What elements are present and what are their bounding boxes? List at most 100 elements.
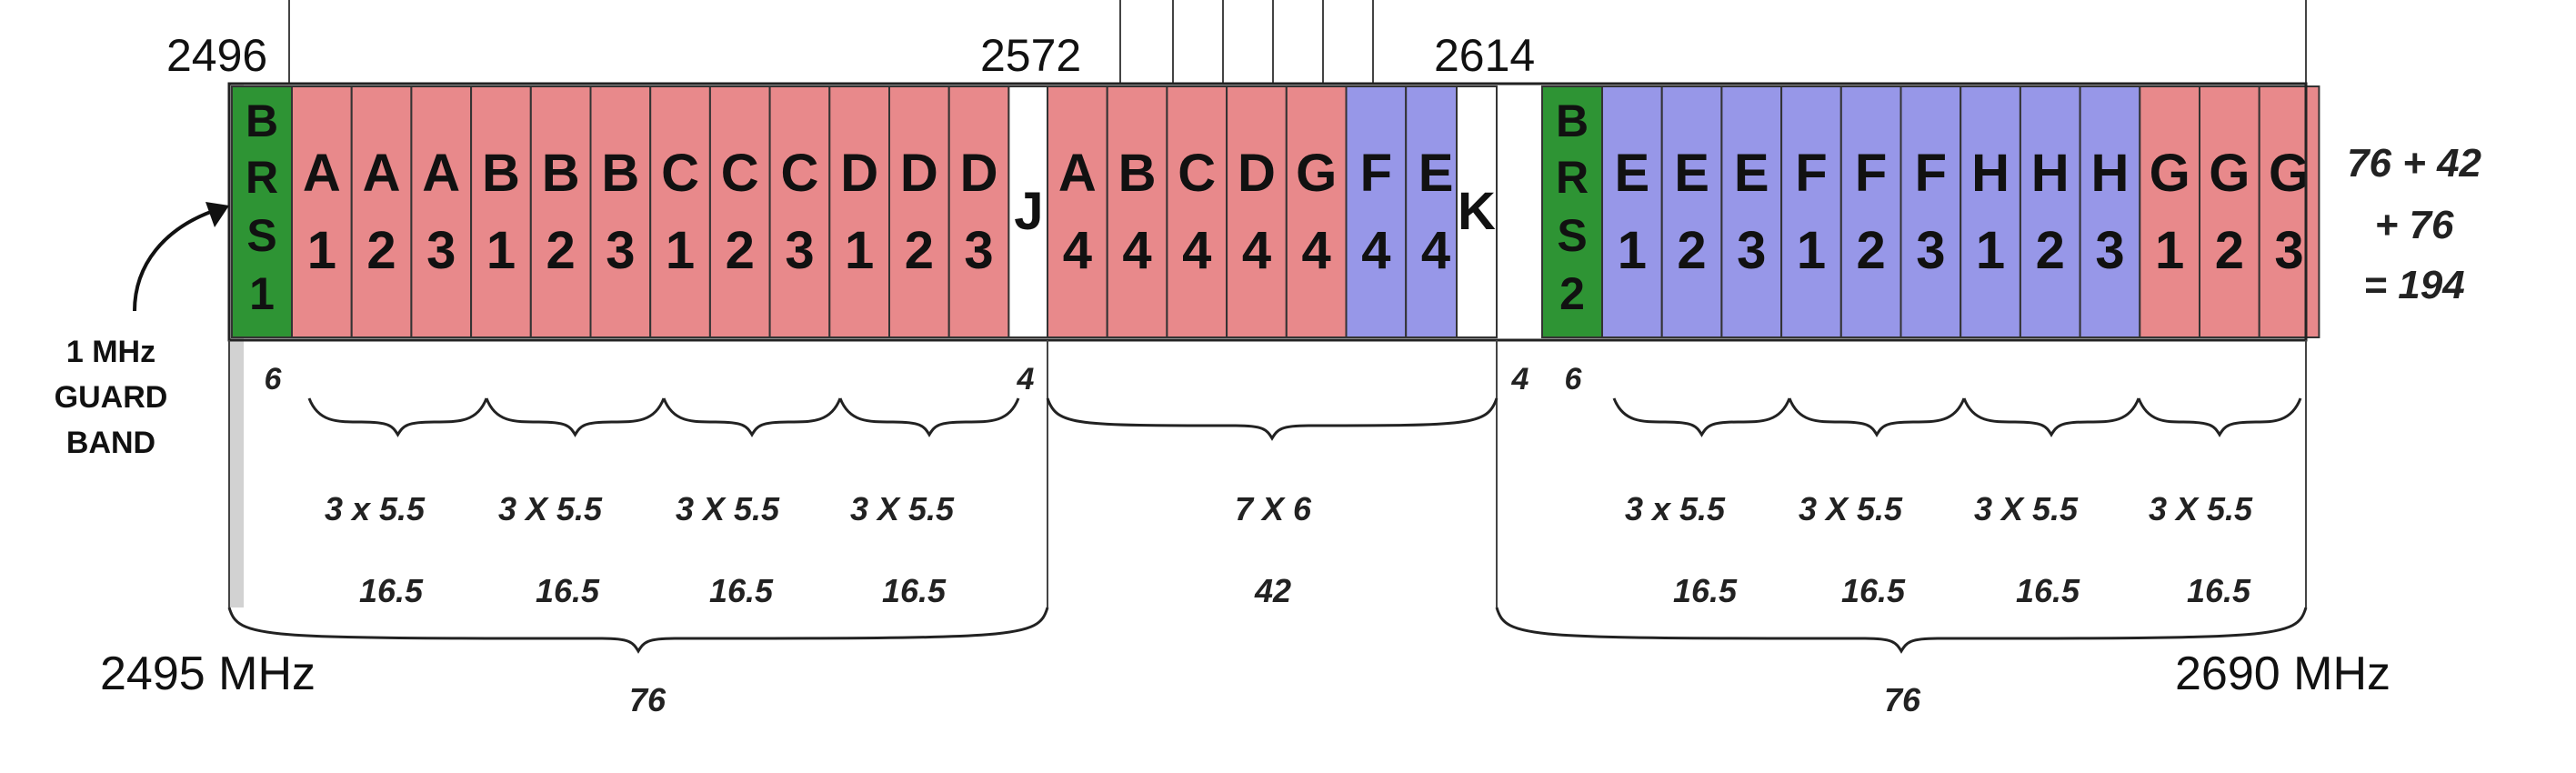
channel-cell: [589, 85, 652, 338]
channel-label: G: [2150, 144, 2190, 203]
channel-cell: [708, 85, 771, 338]
brace: [662, 397, 842, 437]
channel-cell: [1839, 85, 1902, 338]
channel-cell: [1780, 85, 1842, 338]
channel-label: E: [1674, 144, 1709, 203]
brace: [1962, 397, 2140, 437]
channel-label: H: [2091, 144, 2130, 203]
channel-label: G: [1296, 144, 1337, 203]
brace: [307, 397, 488, 437]
channel-cell: [1047, 85, 1108, 338]
channel-label: 2: [1857, 221, 1886, 280]
channel-label: R: [246, 152, 278, 203]
channel-label: 4: [1361, 221, 1390, 280]
channel-cell: [2199, 85, 2260, 338]
lower-band-total: 76: [629, 681, 667, 718]
channel-label: 3: [426, 221, 456, 280]
freq-2614-label: 2614: [1434, 30, 1535, 81]
channel-label: 1: [249, 268, 275, 319]
channel-label: 2: [726, 221, 755, 280]
channel-label: R: [1556, 152, 1589, 203]
brace: [227, 607, 1049, 654]
channel-label: 3: [964, 221, 993, 280]
guard-band-line2: GUARD: [55, 380, 168, 415]
channel-cell: [1166, 85, 1228, 338]
freq-2690-label: 2690 MHz: [2175, 648, 2391, 700]
channel-cell: [888, 85, 950, 338]
upper-group-1-sum: 16.5: [1673, 572, 1738, 609]
lower-group-4-sum: 16.5: [882, 572, 947, 609]
channel-label: 4: [1242, 221, 1271, 280]
channel-cell: [947, 85, 1010, 338]
channel-label: 3: [1737, 221, 1766, 280]
channel-label: 3: [1916, 221, 1945, 280]
channel-cell: [529, 85, 592, 338]
upper-group-2-mult: 3 X 5.5: [1799, 490, 1903, 527]
freq-2495-label: 2495 MHz: [100, 648, 316, 700]
channel-cell: [649, 85, 711, 338]
lower-group-2-sum: 16.5: [536, 572, 600, 609]
channel-label: B: [1118, 144, 1157, 203]
lower-group-1-sum: 16.5: [359, 572, 424, 609]
channel-label: H: [2031, 144, 2070, 203]
channel-label: G: [2209, 144, 2250, 203]
channel-cell: [1226, 85, 1288, 338]
channel-label: A: [1058, 144, 1097, 203]
width-brs2: 6: [1565, 362, 1583, 397]
lower-group-3-sum: 16.5: [709, 572, 774, 609]
channel-label: C: [661, 144, 699, 203]
channel-label: G: [2269, 144, 2310, 203]
channel-label: F: [1915, 144, 1947, 203]
channel-label: D: [900, 144, 938, 203]
channel-cell: [1899, 85, 1962, 338]
channel-label: 2: [1559, 268, 1585, 319]
channel-label: D: [840, 144, 878, 203]
total-line3: = 194: [2363, 263, 2464, 307]
upper-group-2-sum: 16.5: [1841, 572, 1906, 609]
channel-cell: [231, 85, 293, 338]
channel-cell: [768, 85, 831, 338]
channel-bar-outline: [227, 82, 2308, 342]
channel-cell: [1456, 85, 1498, 338]
channel-label: 1: [1618, 221, 1647, 280]
channel-label: D: [1238, 144, 1276, 203]
channel-cell: [2258, 85, 2320, 338]
middle-group-sum: 42: [1254, 572, 1291, 609]
upper-group-3-sum: 16.5: [2016, 572, 2080, 609]
channel-label: 2: [546, 221, 576, 280]
brace: [1612, 397, 1791, 437]
upper-group-4-sum: 16.5: [2187, 572, 2251, 609]
channel-label: 2: [2036, 221, 2065, 280]
channel-label: 1: [486, 221, 516, 280]
channel-label: F: [1795, 144, 1827, 203]
freq-2496-label: 2496: [166, 30, 267, 81]
width-j: 4: [1017, 362, 1035, 397]
channel-label: B: [542, 144, 580, 203]
guard-band-line1: 1 MHz: [66, 335, 155, 369]
boundary-lines: [228, 340, 2307, 607]
channel-cell: [470, 85, 532, 338]
channel-label: 1: [666, 221, 695, 280]
channel-label: 3: [785, 221, 814, 280]
channel-cell: [828, 85, 890, 338]
upper-group-3-mult: 3 X 5.5: [1974, 490, 2079, 527]
channel-label: 2: [1677, 221, 1706, 280]
group-braces: [227, 397, 2308, 654]
channel-label: 1: [2155, 221, 2184, 280]
channel-label: F: [1360, 144, 1392, 203]
channel-label: E: [1615, 144, 1650, 203]
upper-band-total: 76: [1884, 681, 1921, 718]
channel-label: B: [601, 144, 639, 203]
channel-label: C: [1178, 144, 1216, 203]
channel-label: 4: [1302, 221, 1331, 280]
total-line1: 76 + 42: [2347, 141, 2482, 186]
channel-label: D: [960, 144, 998, 203]
channel-label: 3: [2095, 221, 2124, 280]
channel-label: H: [1971, 144, 2010, 203]
channel-label: S: [246, 210, 276, 261]
channel-label: S: [1557, 210, 1587, 261]
channel-cell: [1601, 85, 1663, 338]
channel-label: 1: [307, 221, 336, 280]
